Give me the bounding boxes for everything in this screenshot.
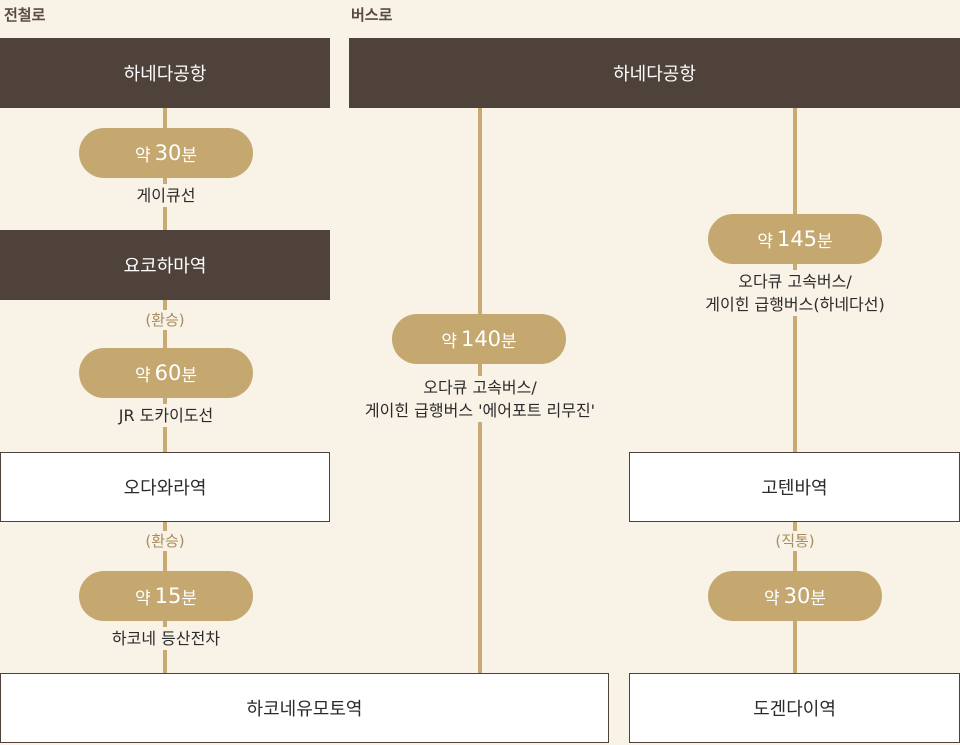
dogenda-box: 도겐다이역 [629, 673, 960, 743]
time-prefix: 약 [763, 588, 780, 609]
bus-route-b-label: 오다큐 고속버스/ 게이힌 급행버스(하네다선) [676, 270, 914, 316]
time-unit: 분 [501, 331, 517, 352]
rail-line-label-2: JR 도카이도선 [90, 404, 242, 427]
gotemba-box: 고텐바역 [629, 452, 960, 522]
bus-route-a-label-line-1: 오다큐 고속버스/ [423, 378, 537, 397]
rail-transfer-note-2: (환승) [131, 531, 199, 551]
time-value: 60 [154, 361, 182, 385]
time-value: 15 [154, 584, 182, 608]
bus-heading: 버스로 [351, 6, 393, 24]
time-unit: 분 [181, 145, 197, 166]
bus-route-b-line [793, 108, 797, 674]
time-prefix: 약 [134, 365, 151, 386]
rail-haneda-airport-box: 하네다공항 [0, 38, 330, 108]
time-prefix: 약 [757, 231, 773, 252]
hakone-yumoto-box: 하코네유모토역 [0, 673, 609, 743]
rail-line-label-3: 하코네 등산전차 [86, 627, 246, 650]
bus-direct-note: (직통) [761, 531, 829, 551]
time-value: 30 [154, 141, 182, 165]
time-prefix: 약 [134, 588, 151, 609]
bus-route-a-label-line-2: 게이힌 급행버스 '에어포트 리무진' [364, 401, 596, 420]
rail-odawara-box: 오다와라역 [0, 452, 330, 522]
rail-transfer-note-1: (환승) [131, 310, 199, 330]
time-value: 140 [460, 327, 502, 351]
bus-haneda-airport-box: 하네다공항 [349, 38, 960, 108]
time-unit: 분 [817, 231, 833, 252]
time-value: 145 [776, 227, 818, 251]
time-unit: 분 [181, 588, 197, 609]
rail-line-label-1: 게이큐선 [110, 184, 222, 207]
time-unit: 분 [810, 588, 826, 609]
bus-route-b-label-line-1: 오다큐 고속버스/ [738, 272, 852, 291]
time-value: 30 [783, 584, 811, 608]
bus-route-a-label: 오다큐 고속버스/ 게이힌 급행버스 '에어포트 리무진' [336, 376, 624, 422]
time-unit: 분 [181, 365, 197, 386]
time-prefix: 약 [441, 331, 457, 352]
rail-heading: 전철로 [4, 6, 46, 24]
bus-route-b-label-line-2: 게이힌 급행버스(하네다선) [705, 295, 885, 314]
rail-yokohama-box: 요코하마역 [0, 230, 330, 300]
time-prefix: 약 [134, 145, 151, 166]
